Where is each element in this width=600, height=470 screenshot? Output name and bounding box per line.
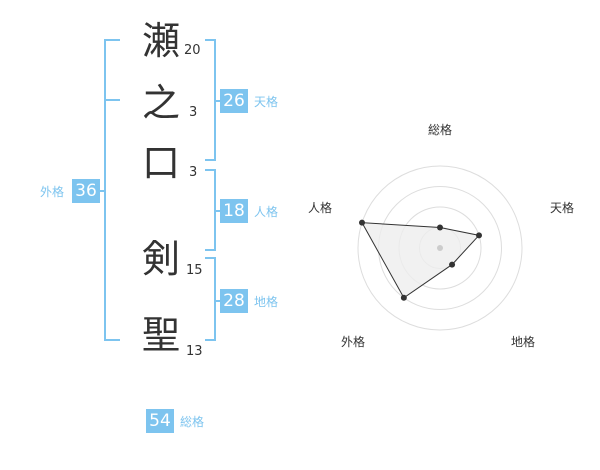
name-char-2: 之 (142, 81, 181, 125)
tenkaku-value: 26 (220, 89, 248, 113)
radar-point (359, 219, 366, 226)
radar-axis-label-gaikaku: 外格 (341, 334, 365, 349)
radar-point (475, 232, 482, 239)
radar-axis-label-chikaku: 地格 (511, 334, 535, 349)
soukaku-value: 54 (146, 409, 174, 433)
radar-axis-label-soukaku: 総格 (428, 122, 452, 137)
name-char-2-strokes: 3 (189, 105, 198, 120)
name-char-3-strokes: 3 (189, 165, 198, 180)
radar-point (437, 224, 443, 231)
chikaku-value: 28 (220, 289, 248, 313)
radar-point (449, 261, 456, 268)
gaikaku-label: 外格 (40, 185, 65, 199)
jinkaku-label: 人格 (254, 205, 279, 219)
chikaku-label: 地格 (254, 295, 279, 309)
chikaku-bracket (205, 257, 216, 341)
name-char-5: 聖 (142, 313, 181, 357)
radar-axis-label-jinkaku: 人格 (308, 200, 332, 215)
name-char-5-strokes: 13 (186, 344, 203, 359)
tenkaku-label: 天格 (254, 95, 279, 109)
jinkaku-value: 18 (220, 199, 248, 223)
radar-center-dot (437, 245, 443, 251)
name-char-4: 剣 (142, 237, 181, 281)
soukaku-label: 総格 (180, 415, 205, 429)
name-char-1-strokes: 20 (184, 43, 201, 58)
radar-point (400, 294, 407, 301)
radar-ring (357, 165, 523, 331)
gaikaku-value: 36 (72, 179, 100, 203)
radar-axis-label-tenkaku: 天格 (550, 200, 574, 215)
radar-area (361, 222, 480, 299)
name-char-1: 瀬 (142, 19, 181, 63)
name-char-3: 口 (142, 141, 181, 185)
name-char-4-strokes: 15 (186, 263, 203, 278)
